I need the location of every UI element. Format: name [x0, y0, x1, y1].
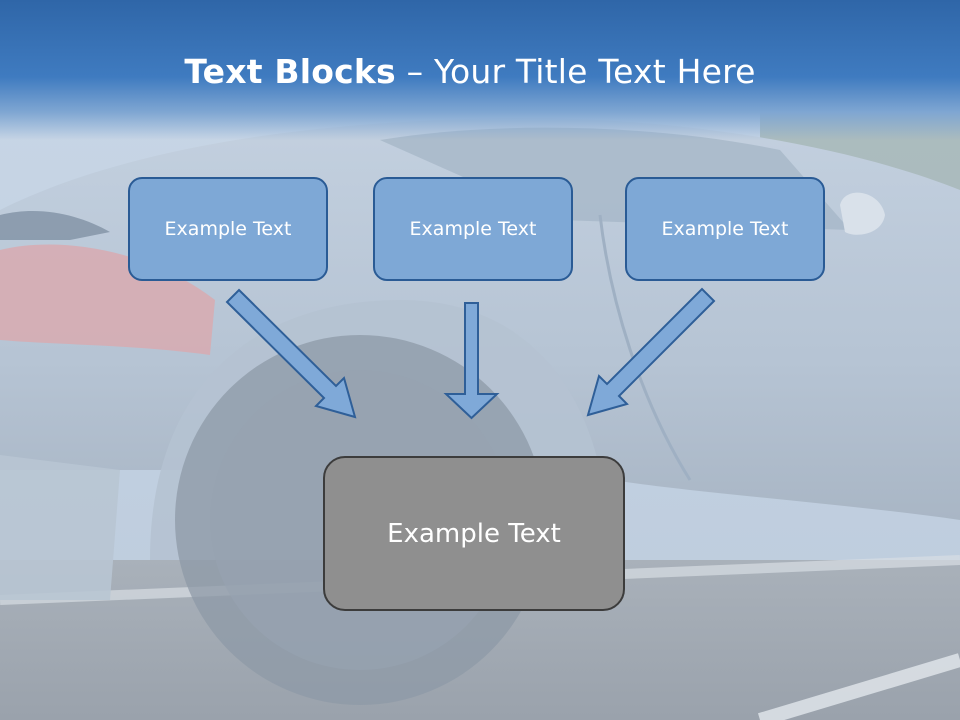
- result-block-label: Example Text: [387, 518, 561, 549]
- text-block-2-label: Example Text: [409, 218, 537, 240]
- arrow-left: [225, 288, 357, 419]
- title-banner: [0, 0, 960, 140]
- page-title: Text Blocks – Your Title Text Here: [0, 52, 940, 91]
- arrow-center: [443, 302, 500, 420]
- arrow-right: [586, 287, 716, 417]
- title-rest: – Your Title Text Here: [395, 52, 756, 91]
- text-block-2: Example Text: [373, 177, 573, 281]
- text-block-1-label: Example Text: [164, 218, 292, 240]
- title-bold: Text Blocks: [184, 52, 396, 91]
- text-block-3-label: Example Text: [661, 218, 789, 240]
- text-block-3: Example Text: [625, 177, 825, 281]
- text-block-1: Example Text: [128, 177, 328, 281]
- result-block: Example Text: [323, 456, 625, 611]
